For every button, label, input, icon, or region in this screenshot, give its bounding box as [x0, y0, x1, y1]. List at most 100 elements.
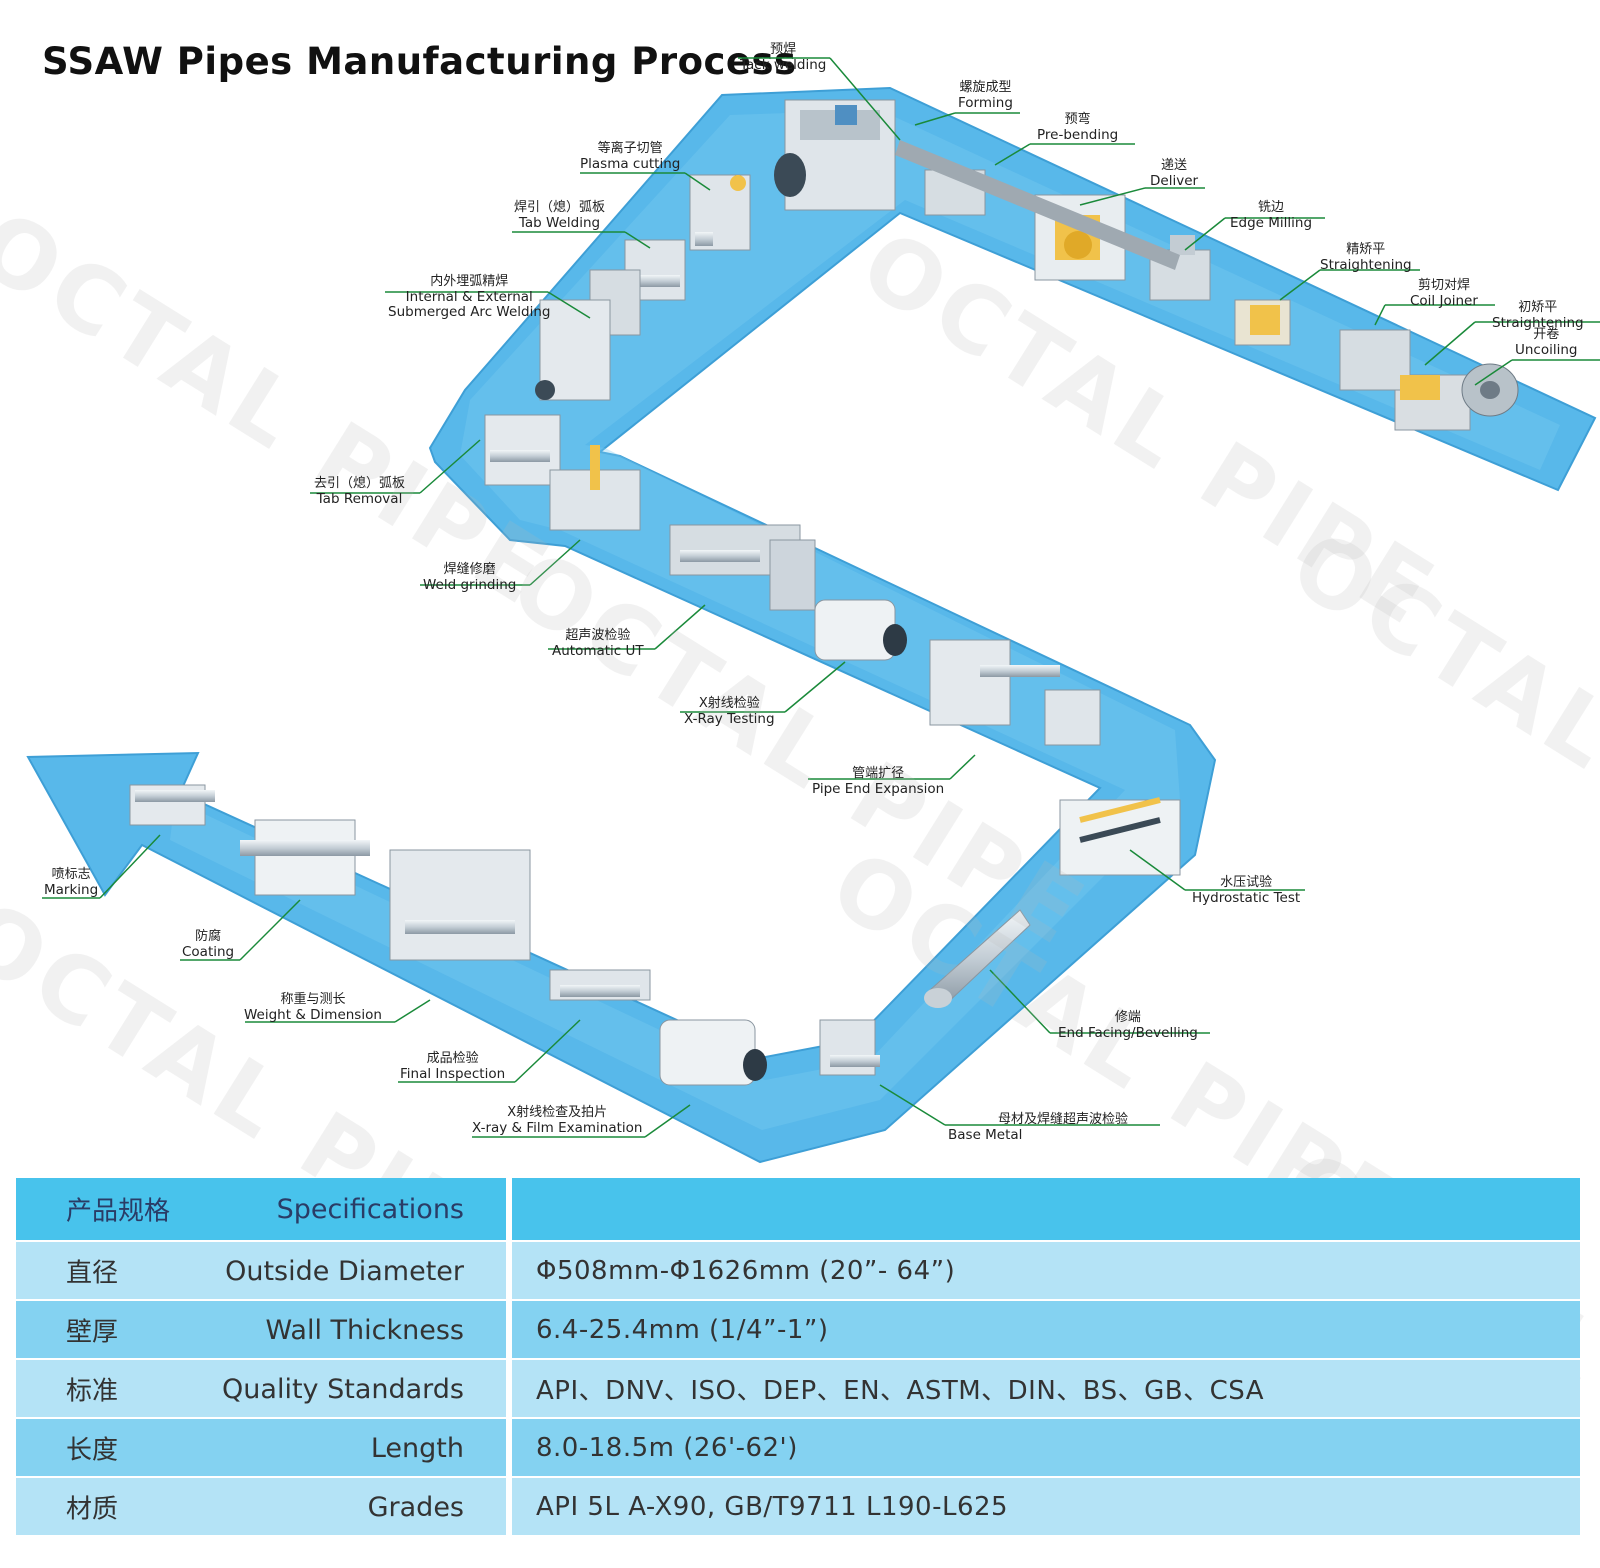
step-label-uncoiling: 开卷 Uncoiling	[1515, 327, 1578, 358]
step-label-en: Coil Joiner	[1410, 292, 1478, 309]
step-label-deliver: 递送 Deliver	[1150, 158, 1199, 189]
step-label-x-ray-film: X射线检查及拍片 X-ray & Film Examination	[472, 1105, 643, 1136]
spec-label-zh: 直径	[66, 1258, 119, 1288]
step-label-en: X-ray & Film Examination	[472, 1119, 643, 1136]
table-row: 壁厚 Wall Thickness 6.4-25.4mm (1/4”-1”)	[16, 1299, 1580, 1359]
step-label-hydrostatic-test: 水压试验 Hydrostatic Test	[1192, 875, 1301, 906]
spec-value: API、DNV、ISO、DEP、EN、ASTM、DIN、BS、GB、CSA	[512, 1358, 1580, 1418]
step-label-en: Tab Removal	[316, 490, 403, 507]
spec-label-en: Length	[370, 1432, 464, 1464]
step-label-zh: 防腐	[195, 929, 222, 944]
table-row: 材质 Grades API 5L A-X90, GB/T9711 L190-L6…	[16, 1476, 1580, 1535]
step-label-en: Weight & Dimension	[244, 1006, 382, 1023]
step-label-zh: 开卷	[1533, 327, 1560, 342]
step-label-en: Straightening	[1492, 314, 1584, 331]
step-label-en: Weld grinding	[423, 576, 517, 593]
step-label-zh: 称重与测长	[280, 992, 346, 1007]
step-label-en: Pipe End Expansion	[812, 780, 945, 797]
step-label-zh: 去引（熄）弧板	[314, 476, 406, 491]
table-row: 直径 Outside Diameter Φ508mm-Φ1626mm (20”-…	[16, 1240, 1580, 1300]
step-label-en: Submerged Arc Welding	[388, 304, 551, 321]
step-label-tab-removal: 去引（熄）弧板 Tab Removal	[314, 476, 406, 507]
machine-weld-grinding	[549, 445, 641, 531]
step-label-zh: 精矫平	[1346, 242, 1386, 257]
spec-label-cell: 长度 Length	[16, 1417, 506, 1477]
step-label-en: Edge Milling	[1230, 214, 1313, 231]
spec-label-zh: 长度	[66, 1435, 119, 1465]
step-label-zh: 内外埋弧精焊	[430, 274, 509, 289]
step-label-en: Pre-bending	[1037, 126, 1119, 143]
machine-tab-removal	[484, 414, 561, 486]
machine-weight-dimension	[389, 849, 531, 961]
step-label-en: Internal & External	[405, 288, 533, 305]
step-label-submerged-arc-welding: 内外埋弧精焊 Internal & External Submerged Arc…	[388, 274, 551, 321]
machine-x-ray-testing	[814, 599, 907, 661]
step-label-pre-bending: 预弯 Pre-bending	[1037, 112, 1119, 143]
machine-end-facing	[924, 909, 1031, 1008]
step-label-en: Tab Welding	[518, 214, 601, 231]
table-header-row: 产品规格 Specifications	[16, 1178, 1580, 1241]
step-label-tab-welding: 焊引（熄）弧板 Tab Welding	[514, 200, 606, 231]
machine-automatic-ut	[669, 524, 816, 611]
column-divider	[506, 1240, 512, 1300]
step-label-zh: 初矫平	[1518, 300, 1558, 315]
spec-label-zh: 标准	[66, 1376, 119, 1406]
step-label-zh: 螺旋成型	[959, 80, 1012, 95]
step-label-tack-welding: 预焊 Tack welding	[740, 42, 826, 73]
step-label-coil-joiner: 剪切对焊 Coil Joiner	[1410, 278, 1478, 309]
step-label-en: Hydrostatic Test	[1192, 889, 1301, 906]
step-label-zh: 焊缝修磨	[443, 562, 496, 577]
step-label-zh: 递送	[1161, 158, 1188, 173]
machine-marking	[129, 784, 215, 826]
step-label-automatic-ut: 超声波检验 Automatic UT	[552, 628, 644, 659]
machine-base-metal-ut	[819, 1019, 880, 1076]
spec-header-value-cell	[512, 1178, 1580, 1241]
conveyor-belt	[26, 86, 1597, 1164]
spec-label-zh: 壁厚	[66, 1317, 119, 1347]
machine-deliver	[1034, 194, 1126, 281]
column-divider	[506, 1299, 512, 1359]
machine-pre-bending	[895, 140, 1180, 270]
step-label-end-facing-bevelling: 修端 End Facing/Bevelling	[1058, 1010, 1198, 1041]
column-divider	[506, 1417, 512, 1477]
spec-value: API 5L A-X90, GB/T9711 L190-L625	[512, 1476, 1580, 1535]
step-label-zh: 剪切对焊	[1417, 278, 1470, 293]
step-label-plasma-cutting: 等离子切管 Plasma cutting	[580, 141, 681, 172]
machine-plasma-cutting	[689, 174, 751, 251]
spec-value: 8.0-18.5m (26'-62')	[512, 1417, 1580, 1477]
spec-label-cell: 直径 Outside Diameter	[16, 1240, 506, 1300]
column-divider	[506, 1476, 512, 1535]
spec-value: Φ508mm-Φ1626mm (20”- 64”)	[512, 1240, 1580, 1300]
step-label-zh: X射线检查及拍片	[507, 1105, 608, 1120]
step-label-en: Forming	[958, 94, 1013, 111]
machine-coating	[240, 819, 370, 896]
machine-straightener	[1339, 329, 1440, 400]
step-label-zh: 母材及焊缝超声波检验	[998, 1112, 1129, 1127]
step-label-en: Deliver	[1150, 172, 1199, 189]
machine-edge-milling	[1149, 235, 1211, 301]
step-label-x-ray-testing: X射线检验 X-Ray Testing	[684, 696, 775, 727]
spec-label-en: Outside Diameter	[225, 1255, 464, 1287]
step-label-en: End Facing/Bevelling	[1058, 1024, 1198, 1041]
step-label-straightening-1: 初矫平 Straightening	[1492, 300, 1584, 331]
step-label-forming: 螺旋成型 Forming	[958, 80, 1013, 111]
column-divider	[506, 1178, 512, 1241]
step-label-final-inspection: 成品检验 Final Inspection	[400, 1051, 505, 1082]
step-label-en: Marking	[44, 881, 99, 898]
specifications-table: 产品规格 Specifications 直径 Outside Diameter …	[16, 1178, 1580, 1535]
spec-value: 6.4-25.4mm (1/4”-1”)	[512, 1299, 1580, 1359]
step-label-en: Straightening	[1320, 256, 1412, 273]
step-label-zh: 焊引（熄）弧板	[514, 200, 606, 215]
spec-label-en: Grades	[367, 1491, 464, 1523]
step-label-en: Base Metal	[948, 1126, 1023, 1143]
step-label-coating: 防腐 Coating	[182, 929, 235, 960]
step-label-en: Automatic UT	[552, 642, 644, 659]
step-label-edge-milling: 铣边 Edge Milling	[1230, 200, 1313, 231]
process-flow-diagram	[26, 57, 1600, 1164]
spec-header-cell: 产品规格 Specifications	[16, 1178, 506, 1241]
machine-submerged-arc-welding	[535, 269, 641, 401]
step-label-en: Coating	[182, 943, 235, 960]
step-label-zh: 铣边	[1258, 200, 1285, 215]
step-label-en: Plasma cutting	[580, 155, 681, 172]
step-label-zh: 成品检验	[426, 1051, 479, 1066]
